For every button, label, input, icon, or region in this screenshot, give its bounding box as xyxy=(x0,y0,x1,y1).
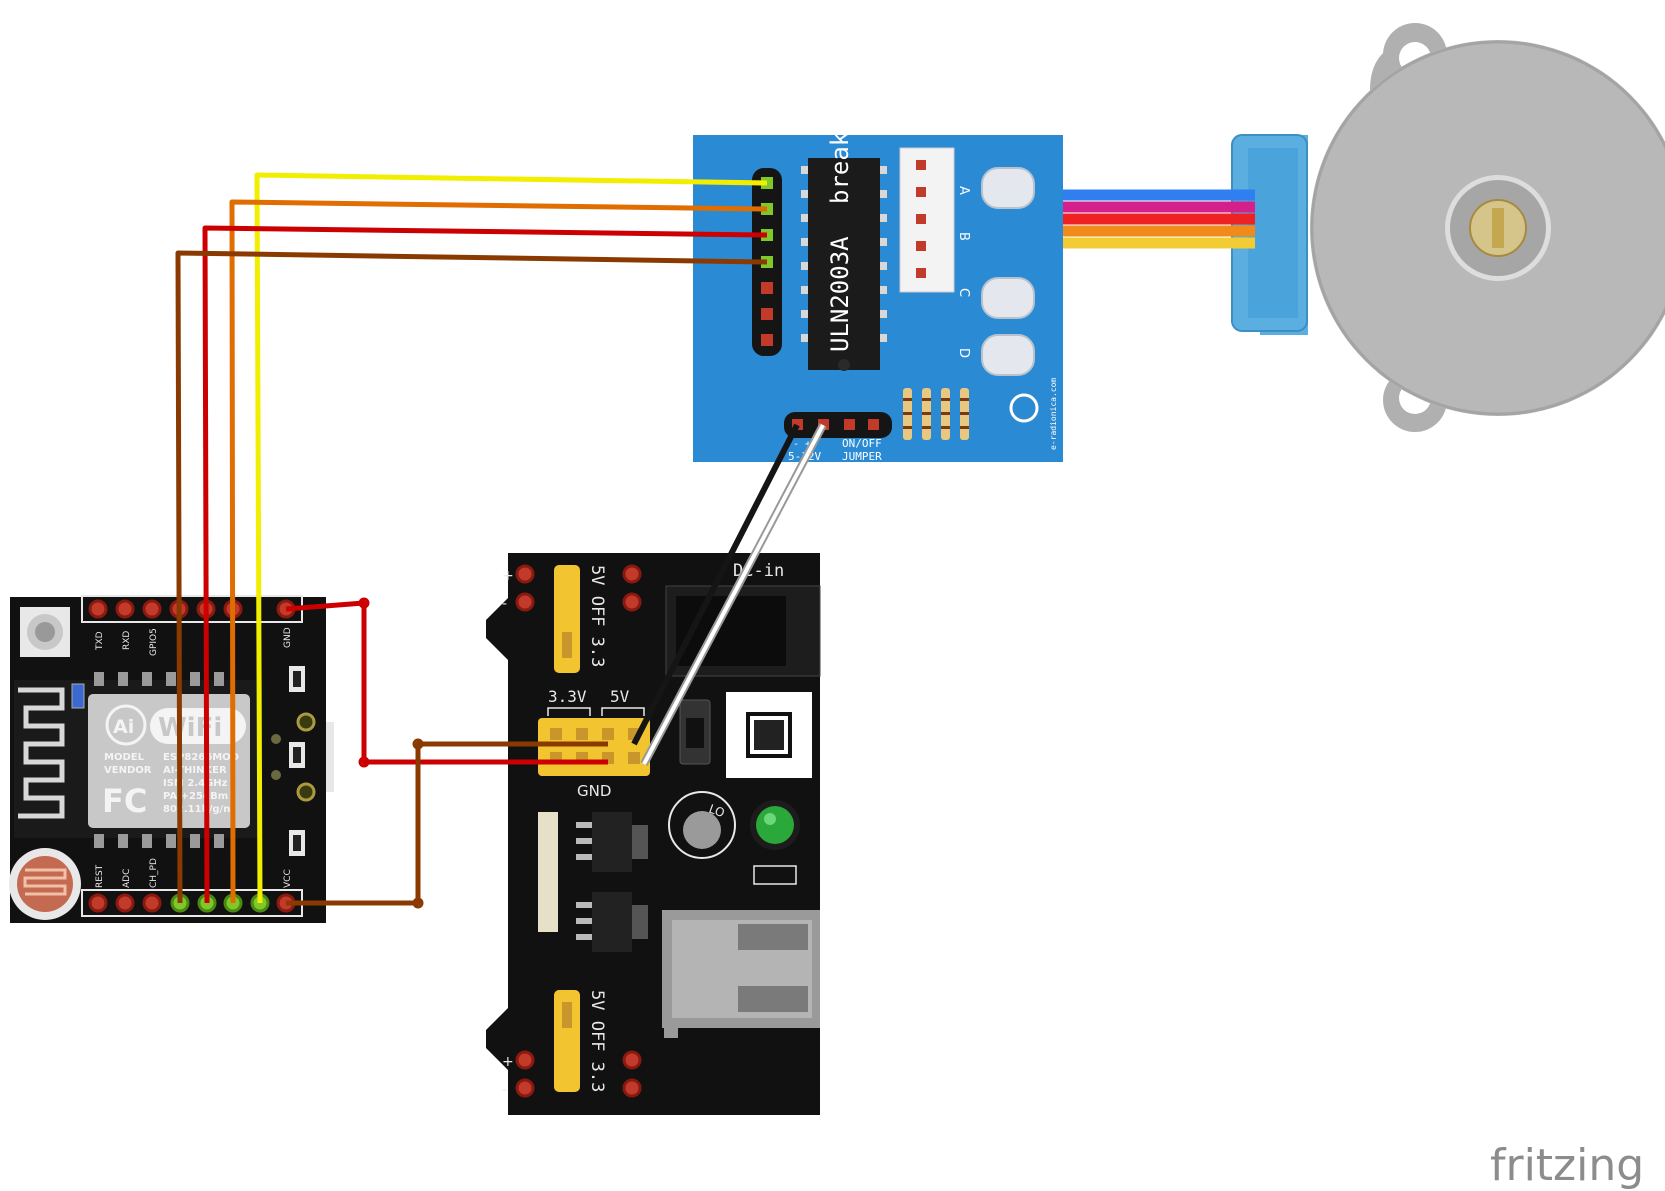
v5-label: 5V xyxy=(610,687,630,706)
esp-bottom-pins xyxy=(88,893,296,913)
jumper-label: ON/OFF xyxy=(842,437,882,450)
wire-orange xyxy=(229,199,768,904)
wire-gnd-red xyxy=(285,600,608,765)
fc-logo: FC xyxy=(102,782,147,820)
pin-label-rxd: RXD xyxy=(122,631,132,650)
wire-brown xyxy=(175,250,768,904)
wire-vcc-brown xyxy=(286,741,608,906)
led-label-b: B xyxy=(956,232,971,241)
pin-label-ch-pd: CH_PD xyxy=(149,858,159,888)
wire-yellow xyxy=(254,172,768,904)
usb-port xyxy=(662,910,820,1038)
driver-leds xyxy=(981,167,1035,376)
vendor-label: VENDOR xyxy=(104,765,152,776)
led-label-d: D xyxy=(956,348,971,358)
voltage-regulators xyxy=(538,812,648,952)
brand-logo-icon xyxy=(1009,393,1039,423)
bottom-voltage-jumper xyxy=(554,990,580,1092)
std-value: 802.11b/g/n xyxy=(163,804,230,815)
uln2003-driver-board: ULN2003A break A B C D xyxy=(693,131,1063,463)
top-jumper-label: 5V OFF 3.3 xyxy=(587,565,607,667)
ai-logo: Ai xyxy=(113,716,134,738)
driver-brand: e-radionica.com xyxy=(1049,378,1058,450)
vendor-value: AI-THINKER xyxy=(163,765,227,776)
top-plus-label: + xyxy=(502,568,514,584)
gnd-label: GND xyxy=(577,782,611,800)
bottom-plus-label: + xyxy=(502,1054,514,1070)
antenna-trace xyxy=(18,687,65,819)
jumper-label-2: JUMPER xyxy=(842,450,882,463)
pin-label-txd: TXD xyxy=(95,631,105,651)
chip-suffix: break xyxy=(826,131,854,204)
power-wires xyxy=(285,423,827,906)
wire-white xyxy=(642,424,825,765)
top-minus-label: - xyxy=(502,596,507,612)
bottom-minus-label: - xyxy=(502,1082,507,1098)
pin-label-rest: REST xyxy=(95,864,105,888)
pin-label-vcc: VCC xyxy=(283,869,293,888)
stepper-motor xyxy=(1231,23,1665,432)
breadboard-power-supply: + - + - 5V OFF 3.3 5V OFF 3.3 3.3V 5V GN… xyxy=(486,553,821,1115)
wire-red xyxy=(202,225,768,904)
wifi-logo: WiFi xyxy=(158,713,222,743)
led-label-c: C xyxy=(956,288,971,297)
output-header xyxy=(538,718,650,776)
signal-wires xyxy=(175,172,768,904)
wire-endpoints xyxy=(358,597,424,909)
led-label-a: A xyxy=(956,186,971,195)
wire-black xyxy=(631,423,800,746)
pin-label-adc: ADC xyxy=(122,869,132,888)
uln2003-chip xyxy=(808,158,880,370)
motor-connector xyxy=(899,147,955,293)
pin-label-gnd: GND xyxy=(283,627,293,648)
power-polarity-label: - + xyxy=(793,439,811,450)
pot-label: LO xyxy=(707,802,727,821)
model-label: MODEL xyxy=(104,752,145,763)
chip-label: ULN2003A xyxy=(826,236,854,352)
v33-label: 3.3V xyxy=(548,687,587,706)
pin-label-gpio5: GPIO5 xyxy=(149,628,159,656)
fritzing-watermark: fritzing xyxy=(1490,1140,1644,1191)
ism-value: ISM 2.4GHz xyxy=(163,778,228,789)
top-voltage-jumper xyxy=(554,565,580,673)
pa-value: PA +25dBm xyxy=(163,791,228,802)
bottom-jumper-label: 5V OFF 3.3 xyxy=(587,990,607,1092)
model-value: ESP8266MOD xyxy=(163,752,239,763)
power-led xyxy=(756,806,794,844)
esp8266-board: TXD RXD GPIO5 GND REST ADC CH_PD VCC Ai … xyxy=(9,595,334,923)
